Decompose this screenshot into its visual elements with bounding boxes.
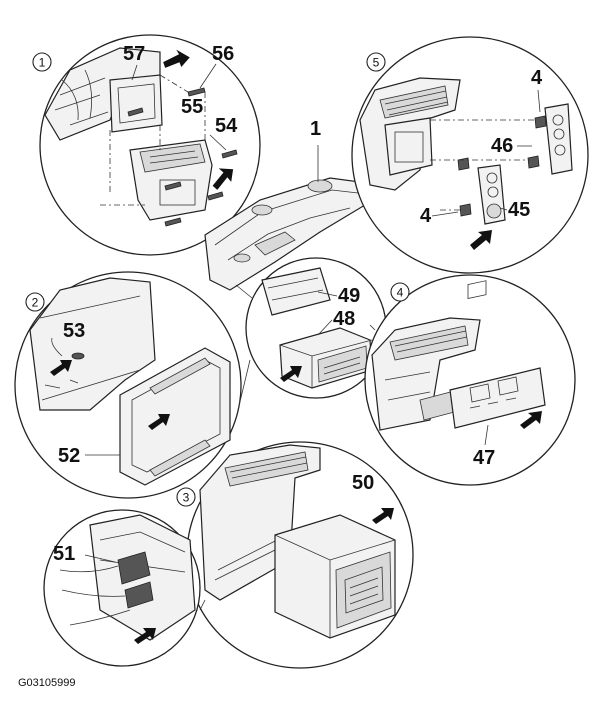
label-45: 45 — [508, 199, 530, 221]
direction-arrow — [148, 414, 170, 430]
label-50: 50 — [352, 472, 374, 494]
label-4-top: 4 — [531, 67, 543, 89]
radio-panel — [384, 117, 433, 176]
label-55: 55 — [181, 96, 203, 118]
direction-arrow — [212, 168, 234, 190]
label-47: 47 — [473, 447, 495, 469]
label-57: 57 — [123, 43, 145, 65]
detail-circle-step-3: 3 50 — [176, 441, 414, 669]
detail-circle-step-1: 1 57 56 55 54 — [32, 34, 261, 256]
leader-lines — [199, 284, 376, 611]
label-46: 46 — [491, 135, 513, 157]
guide-lines — [100, 74, 206, 206]
label-51: 51 — [53, 543, 75, 565]
step-marker-circle — [32, 52, 52, 72]
plug-connector — [117, 551, 151, 585]
label-52: 52 — [58, 445, 80, 467]
label-56: 56 — [212, 43, 234, 65]
step-marker-3: 3 — [183, 491, 190, 505]
label-48: 48 — [333, 308, 355, 330]
control-unit-47 — [449, 367, 546, 429]
clip — [534, 115, 547, 129]
label-4-bottom: 4 — [420, 205, 432, 227]
direction-arrow — [470, 230, 492, 250]
step-marker-5: 5 — [373, 56, 380, 70]
plug-connector — [124, 581, 154, 609]
direction-arrow — [372, 508, 394, 524]
label-54: 54 — [215, 115, 238, 137]
mounting-frame — [109, 74, 163, 133]
step-marker-circle — [176, 487, 196, 507]
clip — [457, 157, 470, 171]
direction-arrow — [134, 628, 156, 644]
detail-circle-step-5: 5 4 46 4 45 — [351, 36, 589, 274]
detail-circle-step-4: 4 47 — [364, 274, 576, 486]
guide-lines — [430, 119, 535, 211]
screws — [127, 87, 238, 227]
label-1: 1 — [310, 118, 321, 140]
detail-circle-radio: 49 48 — [245, 257, 387, 399]
step-marker-1: 1 — [39, 56, 46, 70]
graphic-code: G03105999 — [18, 677, 76, 689]
label-49: 49 — [338, 285, 360, 307]
clip — [527, 155, 540, 169]
step-marker-circle — [366, 52, 386, 72]
radio-mounting-frame — [261, 267, 331, 316]
direction-arrow — [280, 366, 302, 382]
dashboard-segment — [29, 277, 156, 411]
direction-arrow — [50, 360, 72, 376]
detail-circle-step-2: 2 53 52 — [14, 271, 242, 499]
detail-circle-connector: 51 — [43, 509, 201, 667]
direction-arrow — [520, 411, 542, 429]
step-marker-circle — [25, 292, 45, 312]
dashboard-overview: 1 — [204, 118, 366, 291]
step-marker-circle — [390, 282, 410, 302]
mounting-frame-52 — [119, 347, 231, 486]
clip — [459, 203, 472, 217]
direction-arrow — [163, 49, 190, 68]
step-marker-4: 4 — [397, 286, 404, 300]
step-marker-2: 2 — [32, 296, 39, 310]
label-53: 53 — [63, 320, 85, 342]
